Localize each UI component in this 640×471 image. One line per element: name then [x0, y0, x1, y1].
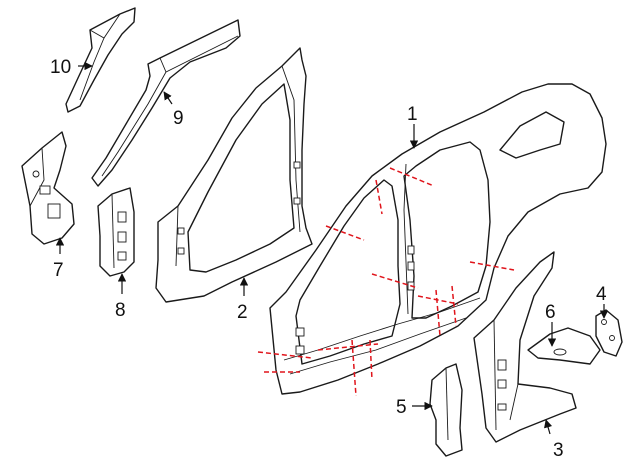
callout-4: 4	[596, 284, 607, 305]
callout-10: 10	[50, 57, 71, 78]
callout-labels: 1 2 3 4 5 6 7 8 9 10	[50, 57, 607, 461]
part-8-pillar-lower-reinforcement[interactable]	[97, 187, 135, 277]
part-5-bracket[interactable]	[429, 363, 463, 457]
part-9-a-pillar-upper[interactable]	[91, 19, 241, 187]
callout-9: 9	[173, 108, 184, 129]
callout-8: 8	[115, 300, 126, 321]
callout-2: 2	[237, 302, 248, 323]
callout-1: 1	[407, 104, 418, 125]
callout-3: 3	[553, 440, 564, 461]
part-1-side-panel[interactable]	[269, 83, 607, 395]
part-7-a-pillar-lower[interactable]	[21, 131, 75, 245]
cut-lines	[257, 167, 515, 397]
leader-9	[163, 91, 173, 105]
part-10-pillar-reinforcement[interactable]	[65, 7, 136, 113]
part-2-front-door-frame[interactable]	[155, 47, 313, 303]
leader-3	[544, 419, 553, 435]
part-6-gusset-plate[interactable]	[527, 327, 601, 365]
callout-leaders	[55, 61, 609, 435]
part-3-rear-pillar-lower[interactable]	[473, 251, 577, 443]
callout-5: 5	[396, 397, 407, 418]
callout-6: 6	[545, 302, 556, 323]
callout-7: 7	[53, 260, 64, 281]
